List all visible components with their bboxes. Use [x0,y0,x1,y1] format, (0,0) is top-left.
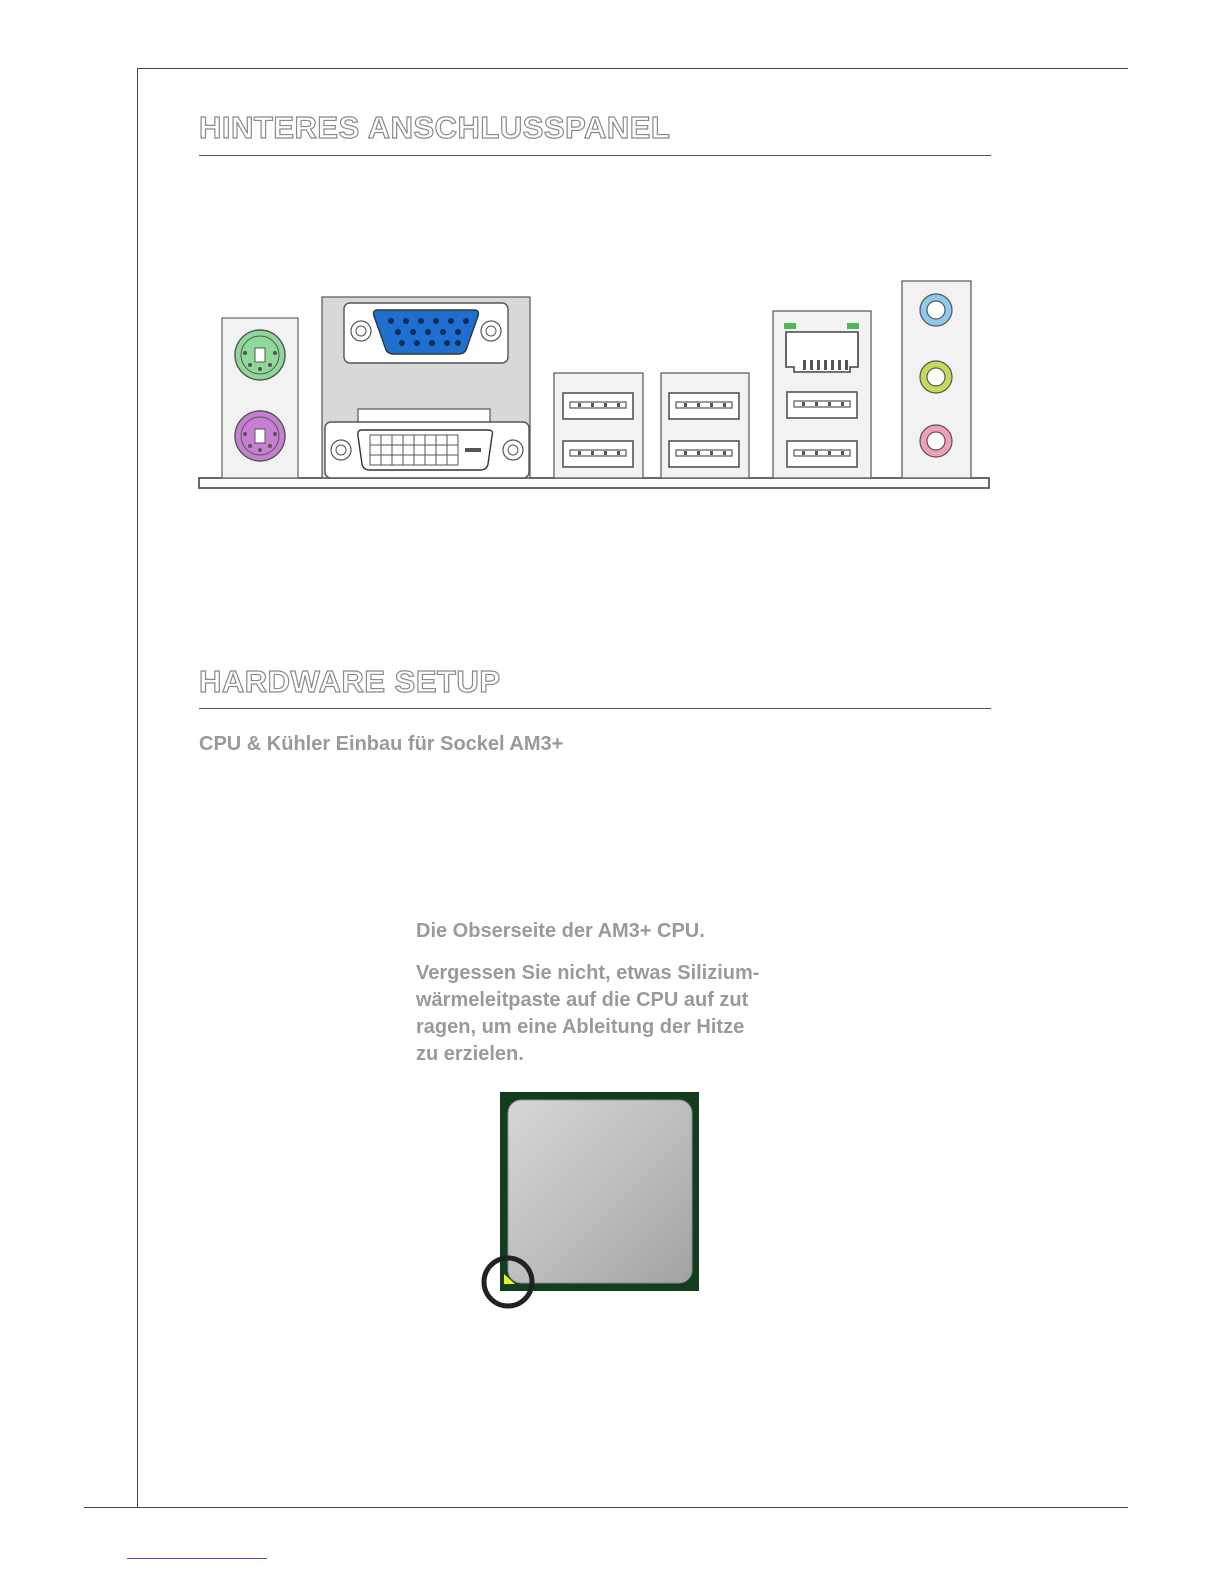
cpu-heat-spreader [508,1100,692,1283]
page-frame-left [137,68,138,1508]
hardware-setup-title: HARDWARE SETUP [199,664,501,700]
cpu-caption-top: Die Obserseite der AM3+ CPU. [416,918,705,945]
cpu-caption-body: Vergessen Sie nicht, etwas Silizium- wär… [416,960,759,1068]
ps2-mouse-port [235,330,285,380]
ps2-keyboard-port [235,411,285,461]
audio-line-in-jack [920,294,952,326]
cpu-caption-line: zu erzielen. [416,1043,524,1065]
page-frame-top [138,68,1128,69]
page-frame-bottom [84,1507,1128,1508]
cpu-top-view-diagram [475,1085,715,1320]
audio-line-out-jack [920,361,952,393]
video-ports [322,297,530,478]
vga-port [344,303,508,363]
dvi-port [325,422,529,478]
audio-jacks [902,281,971,478]
hardware-setup-title-rule [199,708,991,709]
rear-panel-title: HINTERES ANSCHLUSSPANEL [199,110,670,146]
cpu-caption-line: wärmeleitpaste auf die CPU auf zut [416,989,748,1011]
cpu-install-subtitle: CPU & Kühler Einbau für Sockel AM3+ [199,733,563,756]
lan-usb-stack [773,311,871,478]
audio-mic-jack [920,425,952,457]
usb-stack-2 [661,373,749,478]
ps2-ports [222,318,298,478]
cpu-caption-line: ragen, um eine Ableitung der Hitze [416,1016,744,1038]
cpu-caption-line: Vergessen Sie nicht, etwas Silizium- [416,962,759,984]
rear-io-panel-diagram [190,270,1000,495]
usb-stack-1 [554,373,643,478]
rear-panel-title-rule [199,155,991,156]
footer-link-underline[interactable] [127,1558,267,1559]
io-shield-base [199,478,989,488]
